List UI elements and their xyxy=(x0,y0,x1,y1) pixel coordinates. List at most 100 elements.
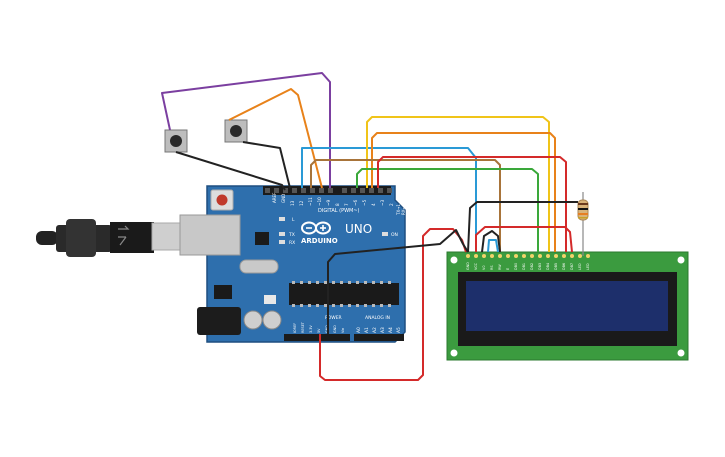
microcontroller-pins xyxy=(292,281,391,307)
lcd-pin-vcc-label: VCC xyxy=(474,262,478,270)
pin-11-label: ~11 xyxy=(308,197,313,206)
pushbutton-2[interactable] xyxy=(224,119,248,143)
lcd-pin-db4-label: DB4 xyxy=(546,263,550,270)
pin-0-label: RX←0 xyxy=(401,203,406,215)
a5-label: A5 xyxy=(396,327,402,333)
ioref-label: IOREF xyxy=(293,323,297,333)
resistor-band-3 xyxy=(578,213,588,215)
a3-label: A3 xyxy=(380,327,386,333)
led-tx-label: TX xyxy=(288,232,295,238)
reset-label: RESET xyxy=(301,321,305,333)
wire-black-button1 xyxy=(175,151,286,191)
wire-black-lcd-rw xyxy=(481,230,501,253)
lcd-pin-led-k-label: LED xyxy=(586,263,590,270)
analog-header xyxy=(354,334,404,341)
3v3-label: 3.3V xyxy=(309,325,313,333)
a0-label: A0 xyxy=(356,327,362,333)
arduino-logo xyxy=(301,221,331,235)
wire-black-resistor xyxy=(467,201,578,253)
pin-5-label: ~5 xyxy=(362,199,367,206)
wire-purple xyxy=(161,72,331,188)
pin-8-label: 8 xyxy=(335,203,340,206)
power-jack xyxy=(197,307,241,335)
resistor xyxy=(577,192,589,256)
aref-label: AREF xyxy=(272,192,277,203)
lcd-pin-db1-label: DB1 xyxy=(522,263,526,270)
model-label: UNO xyxy=(345,222,372,236)
power-header xyxy=(284,334,350,341)
lcd-pin-rs-label: RS xyxy=(490,265,494,270)
led-rx-label: RX xyxy=(289,240,295,246)
usb-icon xyxy=(118,225,130,246)
lcd-pin-header xyxy=(466,254,590,258)
wire-black-button2 xyxy=(242,141,291,189)
wire-brown xyxy=(310,159,501,252)
lcd-pin-db2-label: DB2 xyxy=(530,263,534,270)
wires xyxy=(161,72,578,381)
led-rx xyxy=(279,240,285,244)
wire-blue xyxy=(301,147,477,252)
a4-label: A4 xyxy=(388,327,394,333)
pin-1-label: TX→1 xyxy=(396,203,401,216)
gnd-label: GND xyxy=(281,194,286,203)
lcd-pin-db5-label: DB5 xyxy=(554,263,558,270)
pushbutton-2-cap[interactable] xyxy=(230,125,242,137)
a1-label: A1 xyxy=(364,327,370,333)
wire-black-gnd xyxy=(327,229,469,334)
resistor-band-4 xyxy=(578,217,588,219)
lcd-pin-db3-label: DB3 xyxy=(538,263,542,270)
lcd-mount-hole-bl xyxy=(450,349,458,357)
microcontroller-chip xyxy=(289,283,399,305)
resistor-band-2 xyxy=(578,208,588,210)
led-on-label: ON xyxy=(391,232,398,238)
pin-13-label: 13 xyxy=(290,200,295,206)
lcd-mount-hole-tr xyxy=(677,256,685,264)
pushbutton-1-cap[interactable] xyxy=(170,135,182,147)
lcd-pin-gnd-label: GND xyxy=(466,262,470,270)
lcd-screen xyxy=(466,281,668,331)
wire-orange-button xyxy=(228,88,323,189)
pin-10-label: ~10 xyxy=(317,197,322,206)
lcd-pin-db6-label: DB6 xyxy=(562,263,566,270)
lcd-pin-v0-label: V0 xyxy=(482,266,486,270)
lcd-mount-hole-tl xyxy=(450,256,458,264)
lcd-16x2-module: GND VCC V0 RS RW E DB0 DB1 DB2 DB3 DB4 D… xyxy=(446,251,689,361)
led-tx xyxy=(279,232,285,236)
vin-label: Vin xyxy=(341,328,345,333)
analog-header-label: ANALOG IN xyxy=(365,315,390,321)
power-header-label: POWER xyxy=(325,315,342,321)
pushbutton-1[interactable] xyxy=(164,129,188,153)
usb-cable-strain xyxy=(36,231,58,245)
usb-b-port xyxy=(179,214,241,256)
crystal xyxy=(239,259,279,274)
arduino-uno-board: AREF GND 13 12 ~11 ~10 ~9 8 7 ~6 ~5 4 ~3… xyxy=(179,185,406,343)
pin-6-label: ~6 xyxy=(353,199,358,206)
5v-label: 5V xyxy=(317,328,321,333)
lcd-pin-db7-label: DB7 xyxy=(570,263,574,270)
digital-header-pins xyxy=(265,188,392,193)
resistor-band-1 xyxy=(578,203,588,205)
usb-plug-collar xyxy=(110,222,154,253)
lcd-pin-e-label: E xyxy=(506,268,510,270)
pin-12-label: 12 xyxy=(299,200,304,206)
wire-blue-lcd-short xyxy=(487,239,499,253)
led-l xyxy=(279,217,285,221)
usb-plug-grip xyxy=(66,219,96,257)
wire-red-lcd-led xyxy=(475,226,573,253)
usb-plug-metal xyxy=(151,222,181,251)
pin-9-label: ~9 xyxy=(326,199,331,206)
reset-button-cap[interactable] xyxy=(216,194,228,206)
lcd-mount-hole-br xyxy=(677,349,685,357)
pin-2-label: 2 xyxy=(389,203,394,206)
brand-label: ARDUINO xyxy=(301,237,338,245)
a2-label: A2 xyxy=(372,327,378,333)
pin-4-label: 4 xyxy=(371,203,376,206)
wire-green xyxy=(356,168,539,252)
digital-header-label: DIGITAL (PWM~) xyxy=(318,208,360,214)
digital-header xyxy=(263,186,391,195)
small-component xyxy=(264,295,276,304)
wire-red-top xyxy=(377,156,567,252)
pin-7-label: 7 xyxy=(344,203,349,206)
